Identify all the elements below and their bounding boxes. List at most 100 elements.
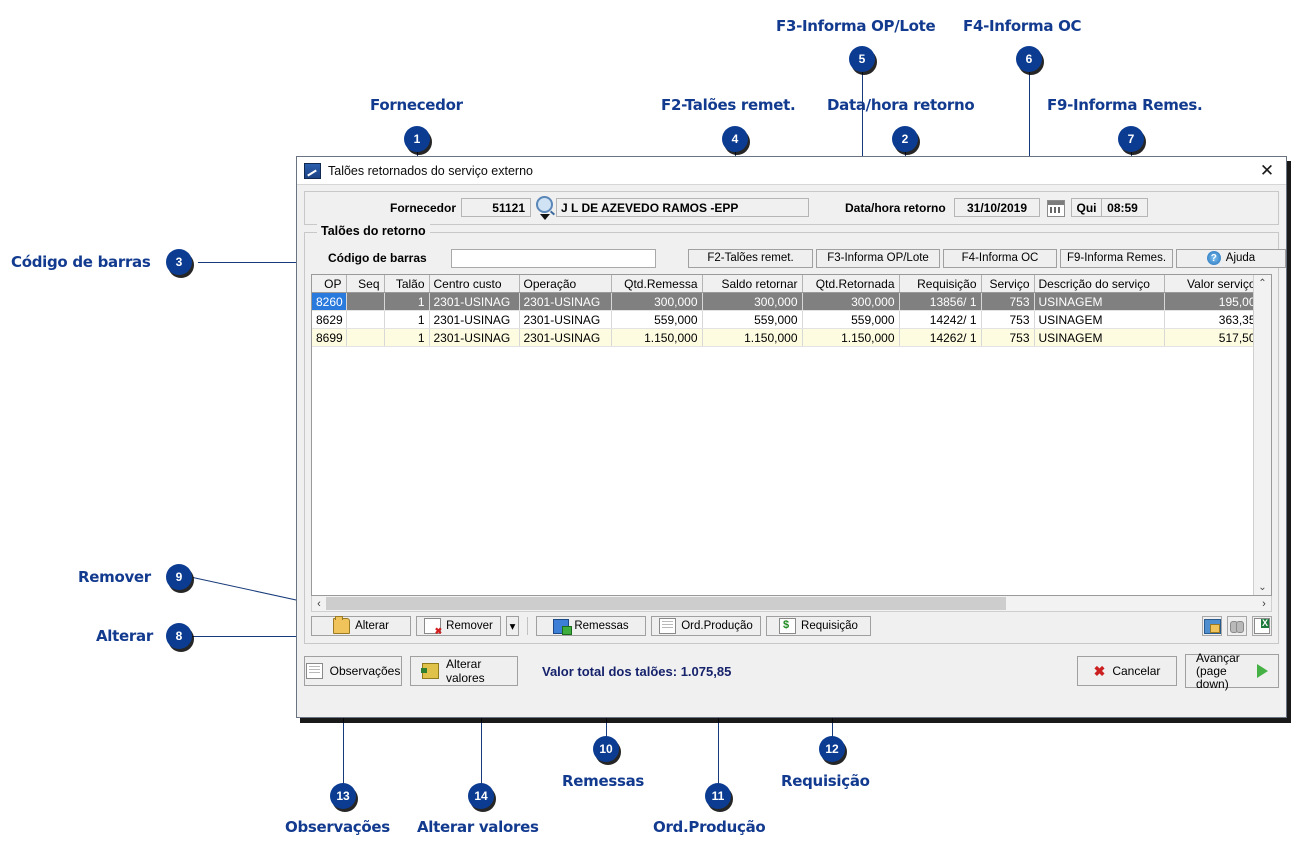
cell-saldo-retornar: 559,000 xyxy=(702,310,803,329)
remover-dropdown-button[interactable]: ▾ xyxy=(506,616,519,636)
callout-label-10: Remessas xyxy=(562,772,645,790)
callout-badge-12: 12 xyxy=(819,736,845,762)
app-logo-icon xyxy=(304,162,321,179)
table-row[interactable]: 8629 1 2301-USINAG 2301-USINAG 559,000 5… xyxy=(312,310,1254,329)
f4-informa-oc-button[interactable]: F4-Informa OC xyxy=(943,248,1057,268)
ord-producao-label: Ord.Produção xyxy=(681,620,753,632)
callout-badge-14: 14 xyxy=(468,783,494,809)
col-seq[interactable]: Seq xyxy=(346,275,385,293)
fornecedor-code-field[interactable]: 51121 xyxy=(461,198,531,217)
col-requisicao[interactable]: Requisição xyxy=(899,275,982,293)
groupbox-title: Talões do retorno xyxy=(317,224,430,238)
callout-badge-7: 7 xyxy=(1118,126,1144,152)
return-tickets-groupbox: Talões do retorno Código de barras F2-Ta… xyxy=(304,224,1286,644)
callout-label-13: Observações xyxy=(285,818,390,836)
col-op[interactable]: OP xyxy=(312,275,347,293)
grid-horizontal-scrollbar[interactable]: ‹ › xyxy=(311,596,1272,612)
f3-informa-op-lote-button[interactable]: F3-Informa OP/Lote xyxy=(816,248,940,268)
alterar-valores-button[interactable]: Alterar valores xyxy=(410,656,518,686)
chevron-down-icon[interactable] xyxy=(539,214,550,220)
remessas-button[interactable]: Remessas xyxy=(536,616,646,636)
tickets-table: OP Seq Talão Centro custo Operação Qtd.R… xyxy=(312,275,1254,347)
open-folder-button[interactable] xyxy=(1202,616,1222,636)
f2-taloes-remet-button[interactable]: F2-Talões remet. xyxy=(688,248,813,268)
fornecedor-name-field[interactable]: J L DE AZEVEDO RAMOS -EPP xyxy=(556,198,809,217)
calendar-icon[interactable] xyxy=(1047,200,1065,217)
cell-valor-servico: 363,35 xyxy=(1164,310,1254,329)
fornecedor-lookup-group[interactable] xyxy=(536,196,553,220)
cell-op: 8260 xyxy=(312,292,347,311)
callout-badge-10: 10 xyxy=(593,736,619,762)
cell-servico: 753 xyxy=(981,310,1035,329)
hscroll-track[interactable] xyxy=(326,597,1257,610)
callout-label-2: Data/hora retorno xyxy=(827,96,975,114)
window-client-area: Fornecedor 51121 J L DE AZEVEDO RAMOS -E… xyxy=(297,185,1286,690)
col-operacao[interactable]: Operação xyxy=(519,275,612,293)
grid-vertical-scrollbar[interactable]: ⌃ ⌄ xyxy=(1253,275,1271,595)
cell-saldo-retornar: 300,000 xyxy=(702,292,803,311)
f9-informa-remes-button[interactable]: F9-Informa Remes. xyxy=(1060,248,1173,268)
window-title: Talões retornados do serviço externo xyxy=(328,163,533,178)
alterar-button[interactable]: Alterar xyxy=(311,616,411,636)
callout-badge-6: 6 xyxy=(1016,46,1042,72)
col-qtd-remessa[interactable]: Qtd.Remessa xyxy=(611,275,703,293)
avancar-line1: Avançar xyxy=(1196,650,1240,665)
cell-servico: 753 xyxy=(981,292,1035,311)
cell-servico: 753 xyxy=(981,328,1035,347)
scroll-left-icon[interactable]: ‹ xyxy=(317,597,321,610)
cell-qtd-remessa: 300,000 xyxy=(611,292,703,311)
cell-centro-custo: 2301-USINAG xyxy=(429,310,520,329)
col-qtd-retornada[interactable]: Qtd.Retornada xyxy=(802,275,900,293)
search-icon[interactable] xyxy=(536,196,553,213)
avancar-button[interactable]: Avançar (page down) xyxy=(1185,650,1279,690)
callout-badge-3: 3 xyxy=(166,249,192,275)
ord-producao-button[interactable]: Ord.Produção xyxy=(651,616,761,636)
money-document-icon xyxy=(779,618,797,634)
callout-label-14: Alterar valores xyxy=(417,818,539,836)
observacoes-button[interactable]: Observações xyxy=(304,656,402,686)
cancelar-button[interactable]: ✖ Cancelar xyxy=(1077,656,1177,686)
ajuda-button[interactable]: ? Ajuda xyxy=(1176,248,1286,268)
cell-requisicao: 14262/ 1 xyxy=(899,328,982,347)
table-row[interactable]: 8699 1 2301-USINAG 2301-USINAG 1.150,000… xyxy=(312,328,1254,347)
footer-bar: Observações Alterar valores Valor total … xyxy=(304,650,1279,690)
cell-saldo-retornar: 1.150,000 xyxy=(702,328,803,347)
observacoes-label: Observações xyxy=(329,664,401,678)
leader-line-13 xyxy=(343,702,344,790)
col-descricao[interactable]: Descrição do serviço xyxy=(1034,275,1165,293)
tickets-grid: OP Seq Talão Centro custo Operação Qtd.R… xyxy=(311,274,1272,596)
find-button[interactable] xyxy=(1227,616,1247,636)
leader-line-8 xyxy=(192,636,334,637)
col-saldo-retornar[interactable]: Saldo retornar xyxy=(702,275,803,293)
col-centro-custo[interactable]: Centro custo xyxy=(429,275,520,293)
time-field[interactable]: 08:59 xyxy=(1101,198,1148,217)
supplier-panel: Fornecedor 51121 J L DE AZEVEDO RAMOS -E… xyxy=(304,191,1279,225)
alterar-valores-label: Alterar valores xyxy=(446,657,485,685)
callout-label-8: Alterar xyxy=(96,627,153,645)
scroll-up-icon[interactable]: ⌃ xyxy=(1254,275,1271,291)
cell-valor-servico: 195,00 xyxy=(1164,292,1254,311)
barcode-input[interactable] xyxy=(451,248,656,268)
callout-label-3: Código de barras xyxy=(11,253,151,271)
hscroll-thumb[interactable] xyxy=(326,597,1006,610)
col-servico[interactable]: Serviço xyxy=(981,275,1035,293)
callout-label-1: Fornecedor xyxy=(370,96,463,114)
remessas-label: Remessas xyxy=(574,620,629,632)
col-valor-servico[interactable]: Valor serviço xyxy=(1164,275,1254,293)
cell-op: 8629 xyxy=(312,310,347,329)
requisicao-button[interactable]: Requisição xyxy=(766,616,871,636)
edit-folder-icon xyxy=(333,616,351,634)
arrow-right-icon xyxy=(1257,664,1268,678)
scroll-down-icon[interactable]: ⌄ xyxy=(1254,579,1271,595)
scroll-right-icon[interactable]: › xyxy=(1262,597,1266,610)
close-icon[interactable]: ✕ xyxy=(1259,160,1275,180)
remover-button[interactable]: Remover xyxy=(416,616,501,636)
export-excel-button[interactable] xyxy=(1252,616,1272,636)
ajuda-label: Ajuda xyxy=(1225,252,1256,264)
date-field[interactable]: 31/10/2019 xyxy=(954,198,1040,217)
table-row[interactable]: 8260 1 2301-USINAG 2301-USINAG 300,000 3… xyxy=(312,292,1254,311)
cell-requisicao: 14242/ 1 xyxy=(899,310,982,329)
cell-qtd-retornada: 559,000 xyxy=(802,310,900,329)
col-talao[interactable]: Talão xyxy=(384,275,430,293)
cell-talao: 1 xyxy=(384,292,430,311)
